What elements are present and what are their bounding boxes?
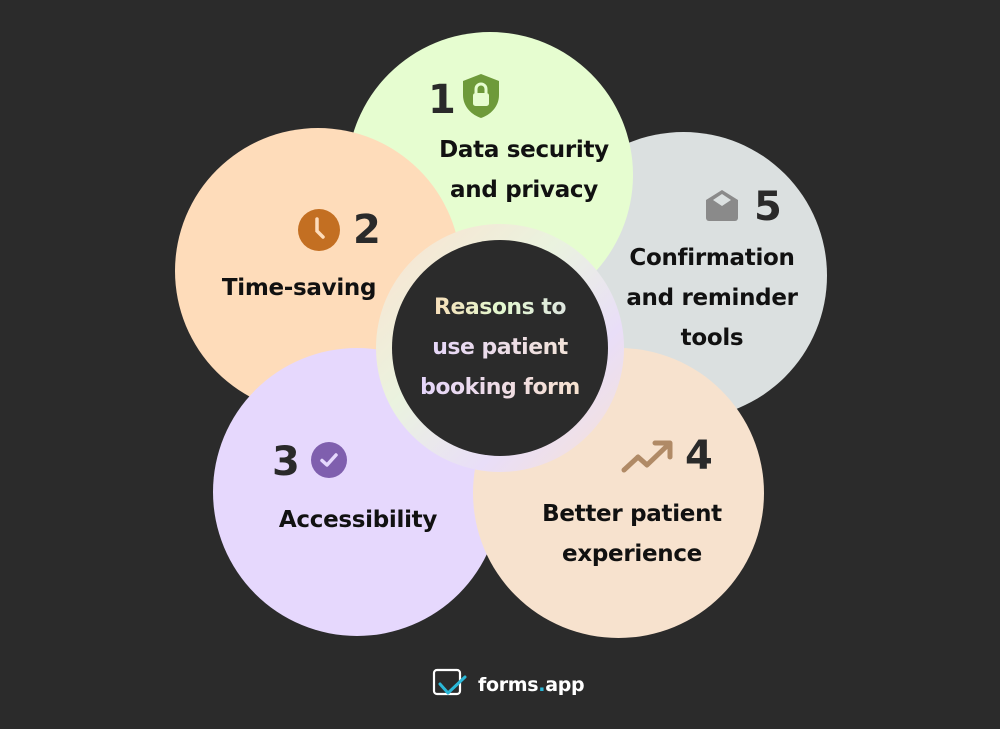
title-line-3: booking form xyxy=(420,368,580,408)
reason-4-number: 4 xyxy=(685,433,713,479)
reason-4-label: Better patient experience xyxy=(542,501,722,567)
center-circle: Reasons to use patient booking form xyxy=(392,240,608,456)
title-line-2: use patient xyxy=(420,328,580,368)
reason-2-number: 2 xyxy=(353,207,381,253)
shield-lock-icon xyxy=(462,73,500,123)
reason-1-label: Data security and privacy xyxy=(439,137,609,203)
title-line-1: Reasons to xyxy=(420,288,580,328)
reason-2-label: Time-saving xyxy=(221,275,377,301)
brand-logo: forms.app xyxy=(432,668,585,702)
check-circle-icon xyxy=(310,441,348,483)
brand-name: forms.app xyxy=(478,674,585,696)
trending-up-icon xyxy=(621,438,675,478)
reason-3-number: 3 xyxy=(272,439,300,485)
reason-5-label: Confirmation and reminder tools xyxy=(626,245,798,351)
diagram-title: Reasons to use patient booking form xyxy=(420,288,580,408)
reason-1-number: 1 xyxy=(428,77,456,123)
forms-app-logo-icon xyxy=(432,668,470,702)
clock-icon xyxy=(297,208,341,256)
reason-3-label: Accessibility xyxy=(278,507,438,533)
open-envelope-icon xyxy=(704,188,740,226)
reason-5-number: 5 xyxy=(754,184,782,230)
